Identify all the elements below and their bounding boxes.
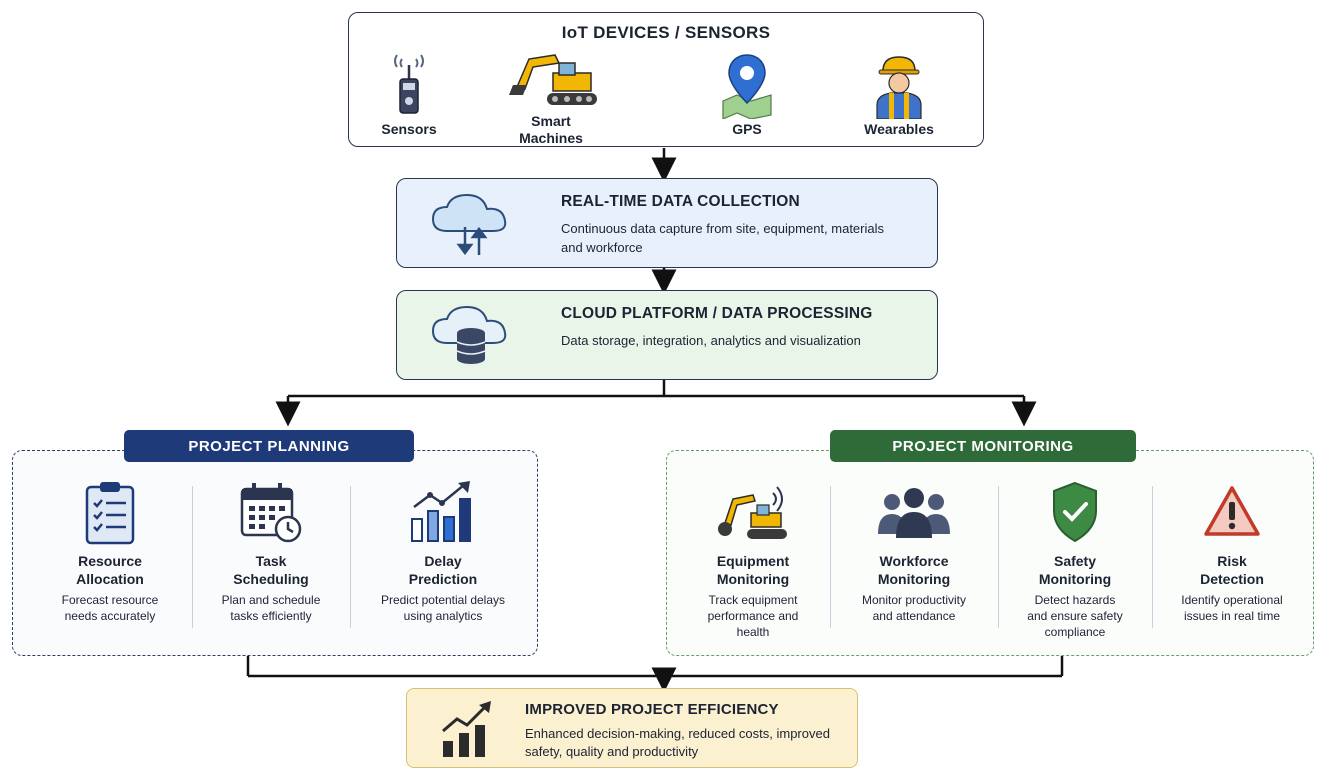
monitoring-item-workforce: Workforce Monitoring Monitor productivit… bbox=[834, 476, 994, 624]
cloud-desc: Data storage, integration, analytics and… bbox=[561, 333, 861, 348]
device-label: GPS bbox=[732, 121, 762, 137]
realtime-data-box: REAL-TIME DATA COLLECTION Continuous dat… bbox=[396, 178, 938, 268]
item-title: Task Scheduling bbox=[233, 553, 309, 587]
gps-pin-icon bbox=[705, 49, 789, 119]
item-title: Workforce Monitoring bbox=[877, 553, 951, 587]
divider bbox=[192, 486, 193, 628]
realtime-title: REAL-TIME DATA COLLECTION bbox=[561, 193, 800, 210]
divider bbox=[830, 486, 831, 628]
divider bbox=[1152, 486, 1153, 628]
device-gps: GPS bbox=[705, 49, 789, 138]
excavator-icon bbox=[495, 49, 607, 111]
efficiency-title: IMPROVED PROJECT EFFICIENCY bbox=[525, 701, 779, 718]
item-desc: Track equipment performance and health bbox=[707, 593, 799, 639]
monitoring-item-equipment: Equipment Monitoring Track equipment per… bbox=[680, 476, 826, 640]
project-planning-tag: PROJECT PLANNING bbox=[124, 430, 414, 462]
item-title: Risk Detection bbox=[1200, 553, 1264, 587]
item-desc: Forecast resource needs accurately bbox=[61, 593, 159, 623]
cloud-title: CLOUD PLATFORM / DATA PROCESSING bbox=[561, 305, 873, 322]
growth-chart-icon bbox=[437, 699, 501, 759]
warning-triangle-icon bbox=[1156, 476, 1308, 548]
device-smart-machines: Smart Machines bbox=[495, 49, 607, 147]
monitoring-item-safety: Safety Monitoring Detect hazards and ens… bbox=[1002, 476, 1148, 640]
device-sensors: Sensors bbox=[363, 49, 455, 138]
project-monitoring-group bbox=[666, 450, 1314, 656]
divider bbox=[998, 486, 999, 628]
item-title: Resource Allocation bbox=[76, 553, 144, 587]
project-monitoring-tag: PROJECT MONITORING bbox=[830, 430, 1136, 462]
planning-item-scheduling: Task Scheduling Plan and schedule tasks … bbox=[196, 476, 346, 624]
clipboard-checklist-icon bbox=[30, 476, 190, 548]
efficiency-desc: Enhanced decision-making, reduced costs,… bbox=[525, 726, 830, 759]
planning-item-resource: Resource Allocation Forecast resource ne… bbox=[30, 476, 190, 624]
cloud-platform-box: CLOUD PLATFORM / DATA PROCESSING Data st… bbox=[396, 290, 938, 380]
improved-efficiency-box: IMPROVED PROJECT EFFICIENCY Enhanced dec… bbox=[406, 688, 858, 768]
planning-item-delay: Delay Prediction Predict potential delay… bbox=[354, 476, 532, 624]
calendar-clock-icon bbox=[196, 476, 346, 548]
item-title: Safety Monitoring bbox=[1038, 553, 1112, 587]
item-desc: Plan and schedule tasks efficiently bbox=[221, 593, 321, 623]
item-desc: Identify operational issues in real time bbox=[1181, 593, 1283, 623]
team-icon bbox=[834, 476, 994, 548]
monitoring-item-risk: Risk Detection Identify operational issu… bbox=[1156, 476, 1308, 624]
project-planning-group bbox=[12, 450, 538, 656]
item-desc: Predict potential delays using analytics bbox=[380, 593, 506, 623]
bar-trend-icon bbox=[354, 476, 532, 548]
device-label: Wearables bbox=[864, 121, 934, 137]
device-label: Smart Machines bbox=[519, 113, 583, 146]
cloud-transfer-icon bbox=[427, 191, 517, 257]
item-title: Delay Prediction bbox=[408, 553, 478, 587]
worker-hardhat-icon bbox=[849, 49, 949, 119]
realtime-desc: Continuous data capture from site, equip… bbox=[561, 221, 885, 255]
cloud-database-icon bbox=[427, 303, 517, 369]
sensor-icon bbox=[363, 49, 455, 119]
device-wearables: Wearables bbox=[849, 49, 949, 138]
item-desc: Monitor productivity and attendance bbox=[861, 593, 967, 623]
shield-check-icon bbox=[1002, 476, 1148, 548]
iot-title: IoT DEVICES / SENSORS bbox=[561, 23, 771, 42]
iot-devices-box: IoT DEVICES / SENSORS Sensors bbox=[348, 12, 984, 147]
device-label: Sensors bbox=[381, 121, 437, 137]
item-desc: Detect hazards and ensure safety complia… bbox=[1027, 593, 1123, 639]
excavator-signal-icon bbox=[680, 476, 826, 548]
item-title: Equipment Monitoring bbox=[716, 553, 790, 587]
divider bbox=[350, 486, 351, 628]
